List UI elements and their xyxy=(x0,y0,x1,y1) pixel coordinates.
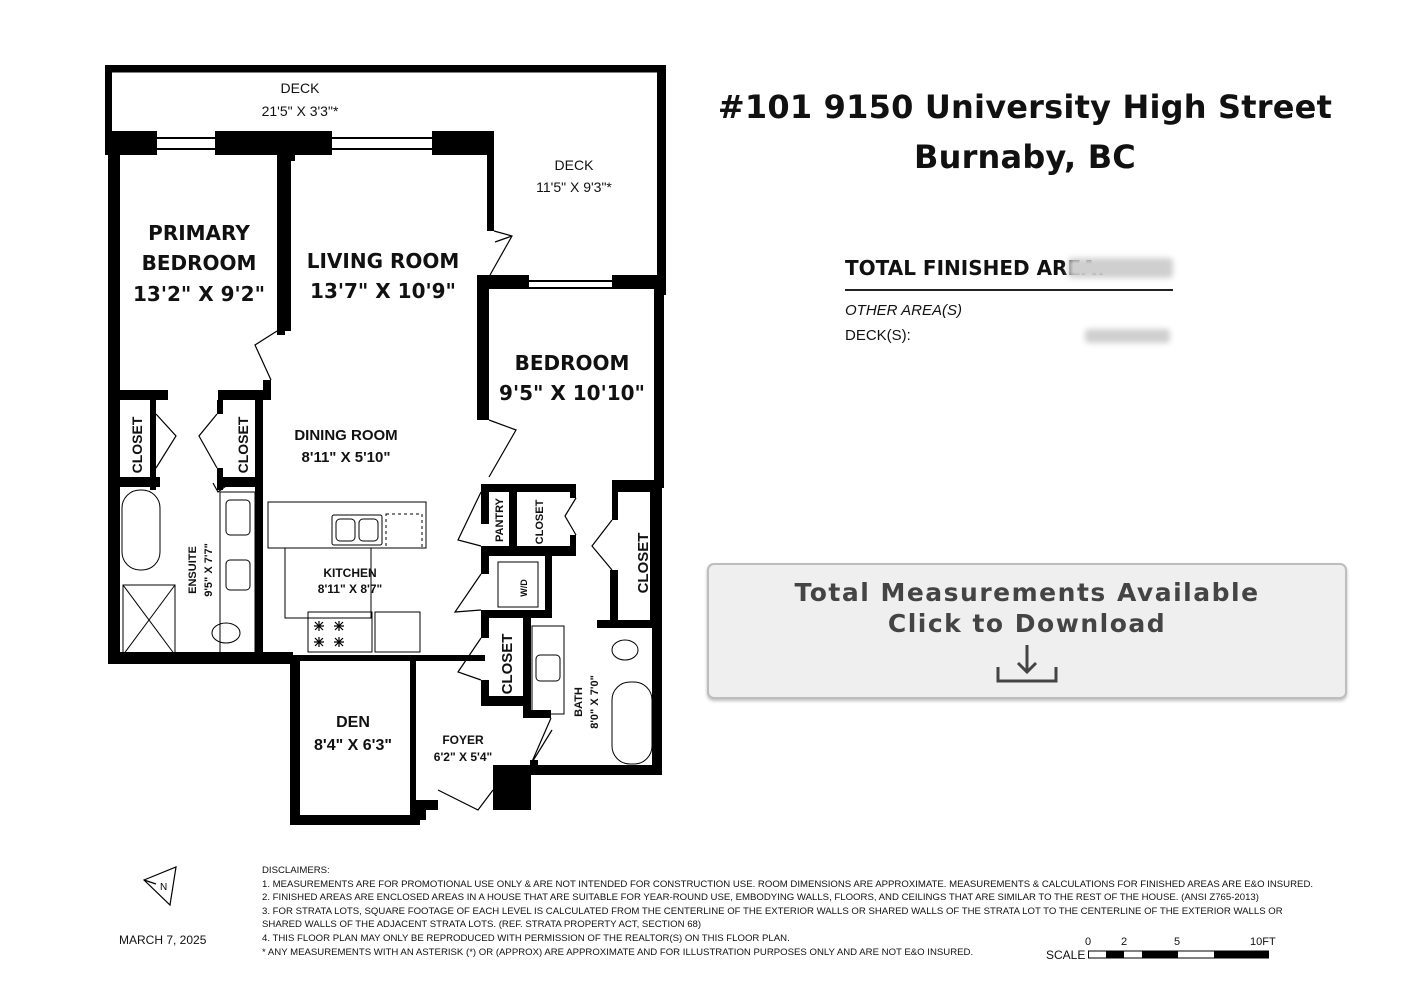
stove-burners xyxy=(314,621,344,647)
ensuite-dims: 9'5" X 7'7" xyxy=(203,543,215,597)
wd-label: W/D xyxy=(519,579,529,597)
deck-label: DECK(S): xyxy=(845,327,911,344)
deck-top-dims: 21'5" X 3'3"* xyxy=(262,103,339,119)
scale-tick-5: 5 xyxy=(1174,936,1181,948)
ensuite-name: ENSUITE xyxy=(187,546,199,594)
dining-room-dims: 8'11" X 5'10" xyxy=(302,449,391,466)
kitchen-dims: 8'11" X 8'7" xyxy=(318,582,382,596)
foyer-dims: 6'2" X 5'4" xyxy=(434,750,492,764)
disclaimer-line: 3. FOR STRATA LOTS, SQUARE FOOTAGE OF EA… xyxy=(262,905,1283,917)
disclaimer-line: 4. THIS FLOOR PLAN MAY ONLY BE REPRODUCE… xyxy=(262,932,790,944)
bath-name: BATH xyxy=(573,687,585,717)
deck-right-dims: 11'5" X 9'3"* xyxy=(536,179,612,195)
living-room-name: LIVING ROOM xyxy=(307,249,460,273)
closet-label-2: CLOSET xyxy=(235,416,251,473)
fixtures xyxy=(112,71,657,818)
north-letter: N xyxy=(160,882,167,893)
download-icon xyxy=(996,645,1058,683)
disclaimer-line: 1. MEASUREMENTS ARE FOR PROMOTIONAL USE … xyxy=(262,878,1314,890)
primary-bedroom-name-2: BEDROOM xyxy=(142,251,257,275)
scale-tick-0: 0 xyxy=(1085,936,1092,948)
closet-label-4: CLOSET xyxy=(635,533,652,594)
scale-bar xyxy=(1088,950,1269,959)
bedroom-dims: 9'5" X 10'10" xyxy=(499,381,645,405)
primary-bedroom-dims: 13'2" X 9'2" xyxy=(133,282,265,306)
floor-plan: N DECK 21'5" X 3'3"* DECK 11'5" X 9'3"* … xyxy=(105,65,666,907)
total-finished-area-label: TOTAL FINISHED AREA: xyxy=(845,256,1105,280)
den-dims: 8'4" X 6'3" xyxy=(314,737,392,754)
download-line-2: Click to Download xyxy=(887,609,1167,638)
disclaimer-heading: DISCLAIMERS: xyxy=(262,865,330,876)
north-arrow-icon xyxy=(142,866,177,907)
living-room-dims: 13'7" X 10'9" xyxy=(310,279,456,303)
total-area-value-blurred xyxy=(1068,258,1173,278)
kitchen-name: KITCHEN xyxy=(323,566,376,580)
dining-room-name: DINING ROOM xyxy=(294,427,397,444)
door-swings xyxy=(155,230,613,811)
deck-area-value-blurred xyxy=(1085,329,1170,343)
scale-tick-10: 10FT xyxy=(1250,936,1276,948)
primary-bedroom-name-1: PRIMARY xyxy=(148,221,250,245)
address-line-2: Burnaby, BC xyxy=(914,138,1136,176)
disclaimer-line: * ANY MEASUREMENTS WITH AN ASTERISK (*) … xyxy=(262,946,974,958)
address-line-1: #101 9150 University High Street xyxy=(717,88,1333,126)
disclaimers: DISCLAIMERS: 1. MEASUREMENTS ARE FOR PRO… xyxy=(262,864,1314,959)
closet-label-3: CLOSET xyxy=(534,499,546,544)
disclaimer-line: 2. FINISHED AREAS ARE ENCLOSED AREAS IN … xyxy=(262,892,1259,904)
plan-date: MARCH 7, 2025 xyxy=(119,933,207,947)
disclaimer-line: SHARED WALLS OF THE ADJACENT STRATA LOTS… xyxy=(262,919,702,931)
foyer-name: FOYER xyxy=(442,733,484,747)
bedroom-name: BEDROOM xyxy=(515,351,630,375)
area-divider xyxy=(845,289,1173,291)
closet-label-5: CLOSET xyxy=(499,634,516,695)
den-name: DEN xyxy=(336,714,370,731)
pantry-label: PANTRY xyxy=(494,497,506,542)
bath-dims: 8'0" X 7'0" xyxy=(589,675,601,729)
closet-label-1: CLOSET xyxy=(129,416,145,473)
other-areas-heading: OTHER AREA(S) xyxy=(845,302,962,319)
download-line-1: Total Measurements Available xyxy=(794,578,1260,607)
deck-top-name: DECK xyxy=(281,80,321,96)
download-measurements-button[interactable]: Total Measurements Available Click to Do… xyxy=(707,563,1347,699)
scale-tick-2: 2 xyxy=(1121,936,1128,948)
deck-right-name: DECK xyxy=(555,157,595,173)
scale-label: SCALE xyxy=(1046,948,1086,962)
